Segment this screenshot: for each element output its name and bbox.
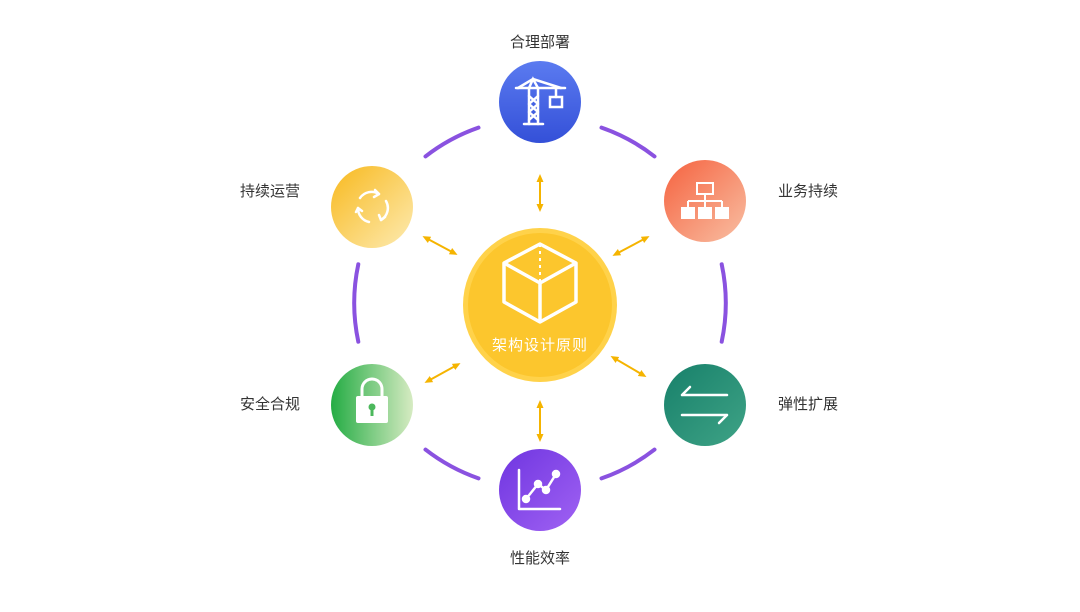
node-bottom	[499, 449, 581, 531]
ring-arc-right	[719, 262, 728, 344]
org-chart-icon	[681, 182, 729, 219]
node-label-bottom: 性能效率	[509, 549, 571, 567]
node-upper-left	[331, 166, 413, 248]
arrow-lower-right	[610, 355, 647, 378]
arrow-upper-left	[422, 236, 458, 255]
refresh-cycle-icon	[354, 188, 390, 224]
node-label-lower-left: 安全合规	[240, 395, 301, 413]
ring-arc-left	[352, 262, 361, 344]
connector-arrows	[422, 174, 650, 442]
crane-icon	[514, 76, 567, 126]
ring-arc-bottom-right	[599, 447, 657, 481]
node-upper-right	[664, 160, 746, 242]
node-lower-right	[664, 364, 746, 446]
lock-icon	[356, 377, 388, 423]
node-label-upper-right: 业务持续	[778, 182, 839, 200]
node-lower-left	[331, 364, 413, 446]
ring-arc-top-left	[423, 125, 481, 159]
swap-arrows-icon	[680, 385, 729, 425]
ring-arc-top-right	[599, 125, 657, 159]
ring-arc-bottom-left	[423, 447, 481, 481]
node-top	[499, 61, 581, 143]
arrow-lower-left	[424, 363, 461, 383]
node-label-lower-right: 弹性扩展	[778, 395, 839, 413]
node-label-upper-left: 持续运营	[240, 182, 301, 200]
arrow-upper-right	[612, 236, 650, 256]
center-node	[463, 228, 617, 382]
ring-arcs	[352, 125, 728, 481]
line-chart-icon	[517, 468, 562, 511]
cube-icon	[502, 242, 578, 324]
node-label-top: 合理部署	[509, 33, 571, 51]
center-label: 架构设计原则	[491, 336, 589, 354]
